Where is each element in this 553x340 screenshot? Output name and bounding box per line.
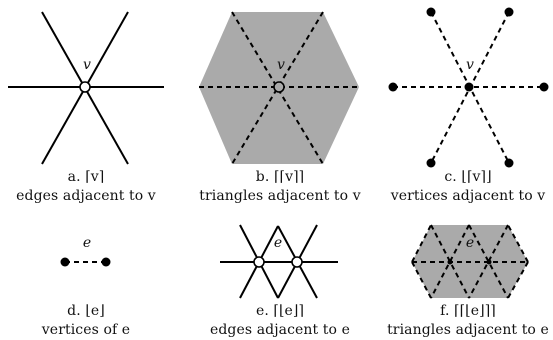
label-e-d: e	[83, 235, 91, 251]
caption-d: d. ⌊e⌋ vertices of e	[0, 302, 178, 340]
caption-a-desc: edges adjacent to v	[16, 188, 156, 204]
label-v-a: v	[83, 57, 91, 73]
panel-e: e	[220, 224, 338, 299]
vertex-e-left	[253, 256, 265, 268]
vertex-f-right	[486, 259, 492, 265]
vertex-c-bottom-right	[504, 158, 514, 168]
dashed-edge-b-3	[231, 11, 324, 165]
vertex-c-top-right	[504, 7, 514, 17]
label-e-e: e	[274, 235, 282, 251]
caption-d-title: d. ⌊e⌋	[67, 303, 105, 319]
caption-b-desc: triangles adjacent to v	[199, 188, 361, 204]
dashed-edge-f-8	[507, 261, 529, 299]
panel-f: e	[411, 224, 529, 299]
dashed-edge-f-6	[411, 261, 432, 299]
vertex-d-right	[101, 257, 111, 267]
caption-e-title: e. ⌈⌊e⌋⌉	[255, 303, 305, 319]
panel-d: e	[60, 235, 111, 267]
vertex-f-left	[447, 259, 453, 265]
dashed-edge-b-2	[231, 11, 324, 165]
panel-a: v	[8, 11, 164, 165]
label-v-c: v	[466, 57, 474, 73]
caption-c: c. ⌊⌈v⌉⌋ vertices adjacent to v	[376, 168, 553, 206]
caption-b-title: b. ⌈⌈v⌉⌉	[255, 169, 305, 185]
caption-e-desc: edges adjacent to e	[209, 322, 351, 338]
dashed-edge-f-7	[507, 224, 529, 263]
caption-a: a. ⌈v⌉ edges adjacent to v	[0, 168, 178, 206]
label-v-b: v	[277, 57, 285, 73]
caption-f-desc: triangles adjacent to e	[387, 322, 549, 338]
dashed-edge-f-2	[430, 224, 470, 299]
panel-b: v	[199, 11, 359, 165]
vertex-d-left	[60, 257, 70, 267]
caption-a-title: a. ⌈v⌉	[67, 169, 105, 185]
vertex-c-center	[464, 82, 474, 92]
vertex-c-top-left	[426, 7, 436, 17]
vertex-v-b	[273, 81, 285, 93]
vertex-c-left	[388, 82, 398, 92]
vertex-c-right	[539, 82, 549, 92]
caption-f: f. ⌈⌈⌊e⌋⌉⌉ triangles adjacent to e	[376, 302, 553, 340]
vertex-c-bottom-left	[426, 158, 436, 168]
vertex-v-a	[79, 81, 91, 93]
panel-c: v	[388, 7, 549, 168]
label-e-f: e	[466, 235, 474, 251]
dashed-edge-f-3	[468, 224, 509, 299]
dashed-edge-f-5	[411, 224, 432, 263]
caption-c-title: c. ⌊⌈v⌉⌋	[444, 169, 492, 185]
caption-f-title: f. ⌈⌈⌊e⌋⌉⌉	[440, 303, 496, 319]
dashed-edge-f-1	[430, 224, 470, 299]
caption-c-desc: vertices adjacent to v	[390, 188, 546, 204]
caption-e: e. ⌈⌊e⌋⌉ edges adjacent to e	[188, 302, 372, 340]
caption-b: b. ⌈⌈v⌉⌉ triangles adjacent to v	[188, 168, 372, 206]
caption-d-desc: vertices of e	[41, 322, 131, 338]
dashed-edge-f-4	[468, 224, 509, 299]
vertex-e-right	[291, 256, 303, 268]
